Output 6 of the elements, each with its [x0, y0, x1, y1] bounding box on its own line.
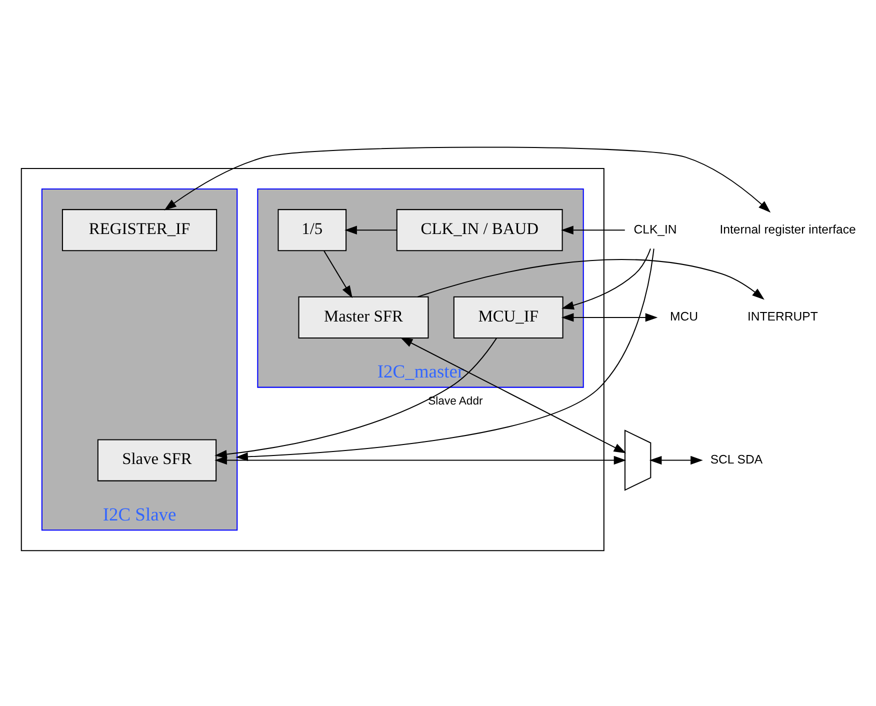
node-text: INTERRUPT — [746, 310, 818, 324]
node-text: Internal register interface — [719, 222, 856, 236]
edge-label: Slave Addr — [428, 396, 482, 408]
node-text: CLK_IN — [633, 222, 676, 236]
node-text: MCU — [670, 310, 698, 324]
node-text: SCL SDA — [710, 452, 762, 466]
